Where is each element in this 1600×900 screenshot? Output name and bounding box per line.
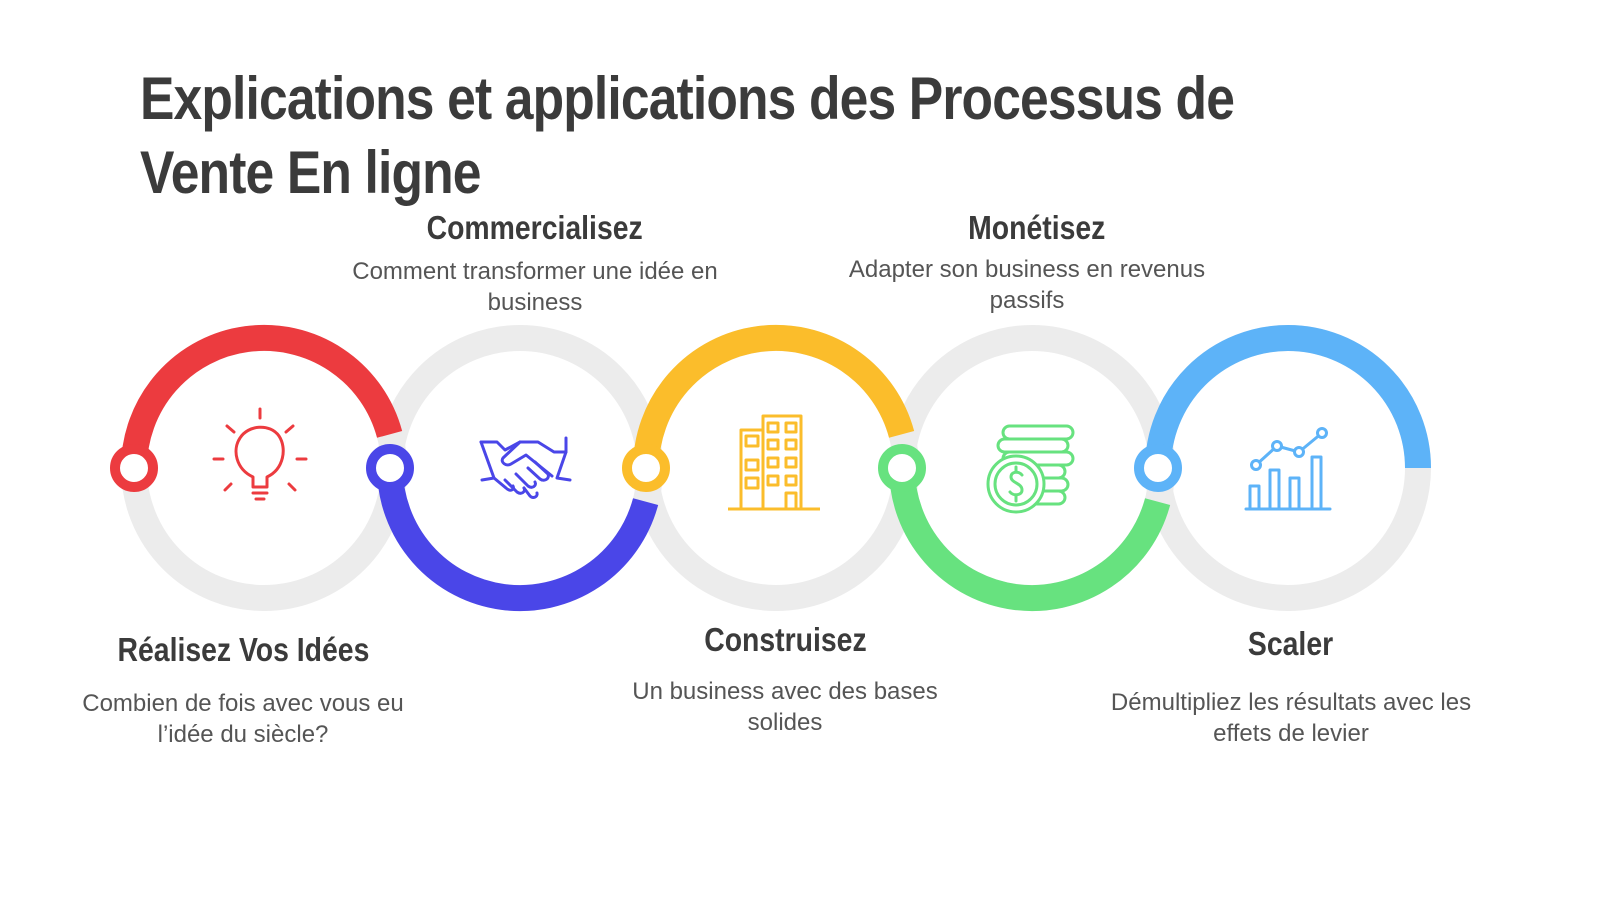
lightbulb-icon	[212, 407, 308, 501]
step-1-description: Combien de fois avec vous eu l’idée du s…	[82, 690, 404, 748]
coins-icon	[986, 424, 1075, 514]
node-step-5	[1134, 444, 1182, 492]
node-step-4	[878, 444, 926, 492]
arc-step-3	[633, 324, 915, 469]
arc-step-1	[121, 324, 403, 469]
arc-step-5	[1145, 325, 1431, 469]
step-4-description: Adapter son business en revenus passifs	[848, 256, 1206, 314]
step-4-title: Monétisez	[968, 209, 1106, 246]
node-step-1	[110, 444, 158, 492]
growth-chart-icon	[1244, 427, 1332, 511]
handshake-icon	[479, 436, 572, 499]
step-3-title: Construisez	[703, 621, 867, 658]
step-1-title: Réalisez Vos Idées	[117, 631, 369, 668]
page-title: Explications et applications des Process…	[140, 65, 1235, 206]
step-5-title: Scaler	[1248, 625, 1334, 662]
step-2-title: Commercialisez	[426, 209, 644, 246]
node-step-3	[622, 444, 670, 492]
step-5-description: Démultipliez les résultats avec les effe…	[1110, 689, 1472, 747]
arc-step-4	[889, 467, 1171, 612]
node-step-2	[366, 444, 414, 492]
arc-step-2	[377, 467, 659, 612]
step-2-description: Comment transformer une idée en business	[352, 258, 718, 316]
building-icon	[728, 414, 820, 511]
step-3-description: Un business avec des bases solides	[632, 678, 938, 736]
